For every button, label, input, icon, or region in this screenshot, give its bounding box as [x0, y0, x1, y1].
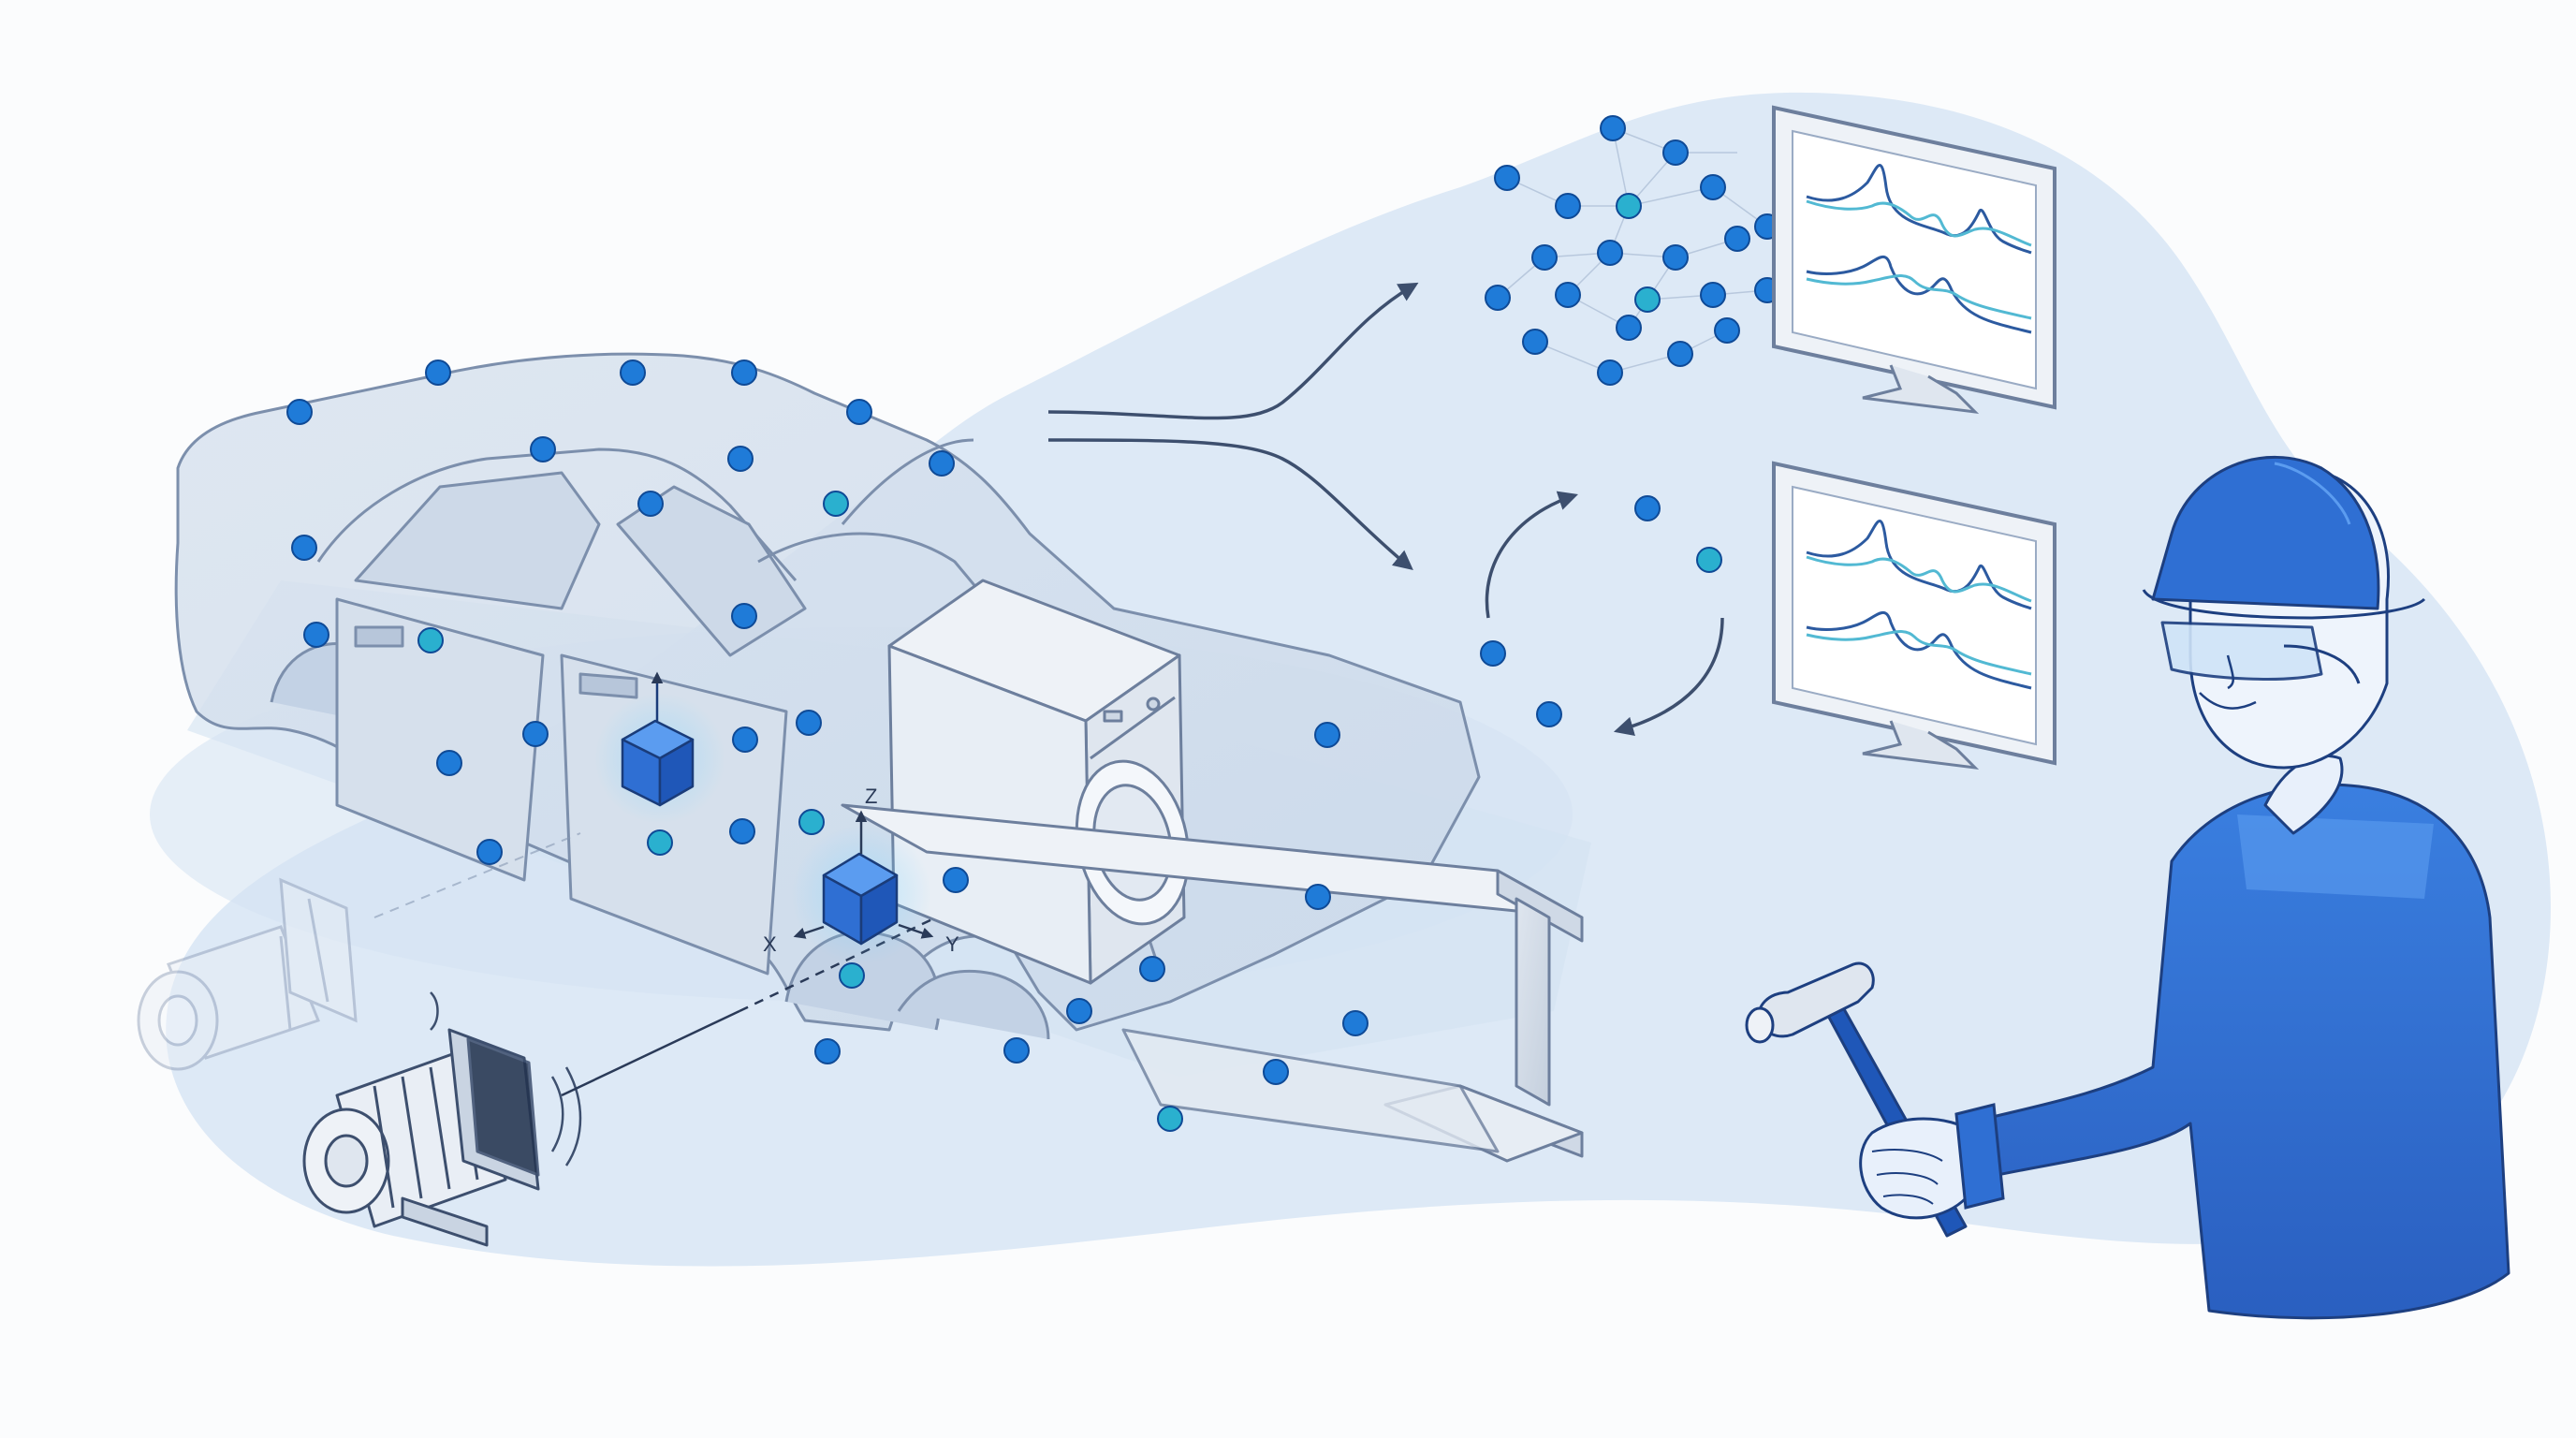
sensor-dot: [1263, 1059, 1289, 1085]
sensor-dot: [1634, 495, 1661, 521]
sensor-dot: [291, 535, 317, 561]
circular-arrows-icon: [1480, 491, 1724, 737]
sensor-dot: [1597, 360, 1623, 386]
sensor-dot: [1597, 240, 1623, 266]
sensor-dot: [1157, 1106, 1183, 1132]
sensor-dot: [1662, 244, 1689, 271]
monitor-fft-icon: [1772, 105, 2056, 415]
sensor-dot: [943, 867, 969, 893]
sensor-dot: [1667, 341, 1693, 367]
sensor-dot: [620, 360, 646, 386]
arrow-to-cycle: [1047, 438, 1413, 570]
sensor-dot: [303, 622, 329, 648]
sensor-points: [286, 360, 1368, 1132]
triaxial-accelerometer-icon: [594, 671, 725, 824]
sensor-dot: [732, 726, 758, 753]
sensor-dot: [1342, 1010, 1368, 1036]
sensor-dot: [796, 710, 822, 736]
sensor-dot: [436, 750, 462, 776]
arrow-to-network: [1047, 282, 1419, 420]
sensor-dot: [1531, 244, 1558, 271]
process-arrows: [1047, 282, 1419, 570]
sensor-dot: [286, 399, 313, 425]
sensor-dot: [823, 491, 849, 517]
stinger-line: [561, 1009, 740, 1097]
sensor-dot: [1700, 174, 1726, 200]
sensor-dot: [1700, 282, 1726, 308]
shaker-motor-icon: [302, 991, 582, 1247]
axis-label-z: Z: [865, 785, 877, 808]
sensor-dot: [1003, 1037, 1030, 1064]
sensor-dot: [425, 360, 451, 386]
sensor-dot: [476, 839, 503, 865]
sensor-dot: [1616, 315, 1642, 341]
monitor-fft-icon: [1772, 461, 2056, 770]
sensor-dot: [1724, 226, 1750, 252]
sensor-dot: [729, 818, 755, 844]
sensor-dot: [522, 721, 549, 747]
sensor-dot: [417, 627, 444, 653]
sensor-dot: [1616, 193, 1642, 219]
sensor-dot: [1139, 956, 1165, 982]
sensor-dot: [846, 399, 872, 425]
sensor-dot: [1634, 286, 1661, 313]
ghost-line-dashed: [373, 832, 581, 918]
sensor-dot: [1662, 139, 1689, 166]
sensor-dot: [1536, 701, 1562, 727]
sensor-dot: [814, 1038, 841, 1064]
i-beam-icon: [841, 803, 1584, 1163]
axis-label-y: Y: [945, 932, 959, 956]
triaxial-accelerometer-icon: [791, 810, 934, 964]
sensor-dot: [1600, 115, 1626, 141]
sensor-dot: [1494, 165, 1520, 191]
sensor-dot: [637, 491, 664, 517]
shaker-motor-ghost: [137, 877, 358, 1071]
sensor-dot: [1480, 640, 1506, 667]
sensor-dot: [731, 360, 757, 386]
sensor-dot: [839, 962, 865, 989]
stinger-line-dashed: [739, 916, 937, 1013]
sensor-dot: [727, 446, 754, 472]
sensor-dot: [929, 450, 955, 477]
sensor-dot: [1314, 722, 1340, 748]
sensor-dot: [1555, 282, 1581, 308]
sensor-dot: [647, 829, 673, 856]
sensor-dot: [731, 603, 757, 629]
sensor-dot: [798, 809, 825, 835]
sensor-dot: [1522, 329, 1548, 355]
sensor-dot: [1305, 884, 1331, 910]
sensor-dot: [1714, 317, 1740, 344]
engineer-hand: [1859, 1103, 2005, 1220]
sensor-dot: [1696, 547, 1722, 573]
sensor-dot: [1066, 998, 1092, 1024]
axis-label-x: X: [763, 932, 777, 956]
sensor-dot: [530, 436, 556, 462]
sensor-dot: [1555, 193, 1581, 219]
sensor-dot: [1485, 285, 1511, 311]
sensor-network-icon: [1485, 115, 1780, 386]
